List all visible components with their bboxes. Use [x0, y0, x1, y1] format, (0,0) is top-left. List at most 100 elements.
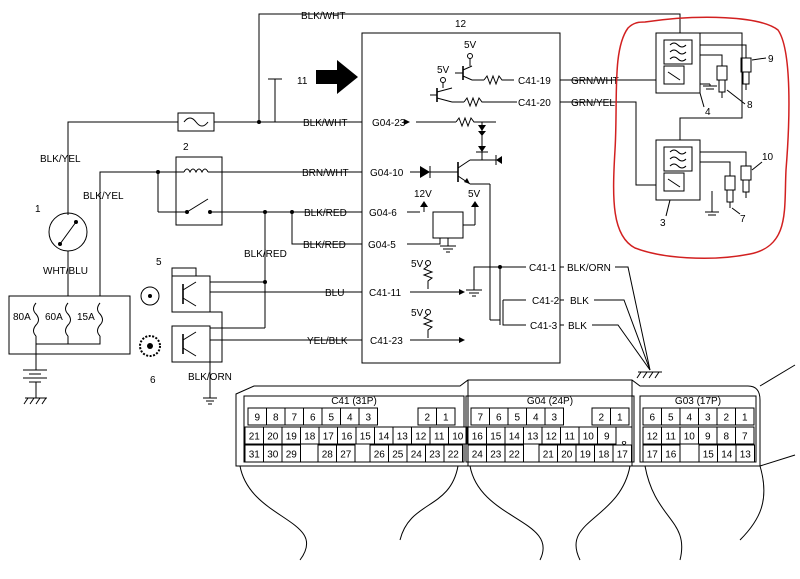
- g04-pin-3-cell: [544, 407, 564, 426]
- c41-pin-25: 25: [392, 450, 404, 461]
- c41-pin-12: 12: [415, 432, 427, 443]
- main-relay: [175, 156, 223, 226]
- g03-pin-17: 17: [647, 450, 659, 461]
- pin-c41-23: C41-23: [370, 336, 403, 347]
- voltage-5v-d: 5V: [411, 259, 424, 270]
- c41-pin-19: 19: [286, 432, 298, 443]
- pin-c41-20: C41-20: [518, 98, 551, 109]
- g04-pin-16: 16: [472, 432, 484, 443]
- voltage-5v-e: 5V: [411, 308, 424, 319]
- c41-title: C41 (31P): [331, 396, 377, 407]
- callout-9: 9: [768, 54, 774, 65]
- wire-label-blk-red-2: BLK/RED: [303, 240, 346, 251]
- g04-pin-7: 7: [477, 413, 483, 424]
- wire-label-blk-red-3: BLK/RED: [244, 249, 287, 260]
- g04-pin-22: 22: [509, 450, 521, 461]
- spark-plug-8-icon: [716, 65, 728, 98]
- pin-g04-10: G04-10: [370, 168, 404, 179]
- c41-pin-17: 17: [323, 432, 335, 443]
- wire-label-blk-1: BLK: [570, 296, 589, 307]
- g04-pin-14: 14: [509, 432, 521, 443]
- callout-10: 10: [762, 152, 774, 163]
- callout-8: 8: [747, 100, 753, 111]
- fuse-box: [8, 295, 131, 355]
- c41-pin-31: 31: [249, 450, 261, 461]
- g03-pin-10: 10: [684, 432, 696, 443]
- callout-4: 4: [705, 107, 711, 118]
- wire-label-blk-2: BLK: [568, 321, 587, 332]
- g04-pin-19: 19: [580, 450, 592, 461]
- pin-c41-11: C41-11: [369, 288, 401, 299]
- c41-pin-13: 13: [397, 432, 409, 443]
- pickup-wheel-6-icon: [139, 335, 161, 357]
- fuse-80a: 80A: [13, 312, 31, 323]
- pin-c41-1: C41-1: [529, 263, 557, 274]
- g03-pin-2: 2: [723, 413, 729, 424]
- wire-label-fuse-out: BLK/WHT: [303, 118, 347, 129]
- g04-pin-17: 17: [617, 450, 629, 461]
- voltage-5v-c: 5V: [468, 189, 481, 200]
- c41-pin-1-cell: [436, 407, 456, 426]
- highlight-outline: [612, 16, 790, 260]
- fuse-15a: 15A: [77, 312, 95, 323]
- callout-7: 7: [740, 214, 746, 225]
- c41-pin-6: 6: [310, 413, 316, 424]
- g04-pin-11: 11: [565, 432, 576, 443]
- arrow-11-icon: [316, 60, 358, 94]
- c41-pin-23: 23: [429, 450, 441, 461]
- g03-pin-14: 14: [721, 450, 733, 461]
- g03-pin-7: 7: [742, 432, 748, 443]
- c41-pin-28: 28: [322, 450, 334, 461]
- g03-pin-3: 3: [705, 413, 711, 424]
- g03-pin-6: 6: [649, 413, 655, 424]
- wire-label-blk-orn-left: BLK/ORN: [188, 372, 232, 383]
- fuse-60a: 60A: [45, 312, 63, 323]
- c41-pin-21: 21: [249, 432, 261, 443]
- g04-pin-3: 3: [551, 413, 557, 424]
- callout-11: 11: [297, 76, 308, 87]
- c41-pin-5: 5: [328, 413, 334, 424]
- sensor-6: [171, 325, 211, 363]
- wire-label-blk-yel-mid: BLK/YEL: [83, 191, 124, 202]
- callout-12: 12: [455, 19, 467, 30]
- g04-pin-2: 2: [598, 413, 604, 424]
- c41-pin-2: 2: [424, 413, 430, 424]
- pin-g04-23: G04-23: [372, 118, 406, 129]
- c41-pin-24: 24: [411, 450, 423, 461]
- pin-g04-5: G04-5: [368, 240, 396, 251]
- g04-pin-22-cell: [504, 444, 524, 463]
- fuse-element-icon: [183, 117, 209, 127]
- g03-pin-11: 11: [666, 432, 677, 443]
- callout-2: 2: [183, 142, 189, 153]
- spark-plug-7-icon: [724, 175, 736, 208]
- c41-pin-10-cell: [448, 426, 468, 445]
- c41-pin-26: 26: [374, 450, 386, 461]
- c41-pin-7: 7: [291, 413, 297, 424]
- g04-pin-10: 10: [583, 432, 595, 443]
- g04-pin-9: 9: [604, 432, 610, 443]
- g03-pin-1: 1: [742, 413, 748, 424]
- c41-pin-22-cell: [443, 444, 463, 463]
- g04-pin-21: 21: [543, 450, 555, 461]
- wire-label-blk-red-1: BLK/RED: [304, 208, 347, 219]
- wire-label-grn-wht: GRN/WHT: [571, 76, 619, 87]
- c41-pin-4: 4: [347, 413, 353, 424]
- c41-pin-20: 20: [267, 432, 279, 443]
- c41-pin-14: 14: [378, 432, 390, 443]
- c41-pin-3-cell: [358, 407, 378, 426]
- wire-label-blk-yel-left: BLK/YEL: [40, 154, 81, 165]
- g04-pin-24: 24: [472, 450, 484, 461]
- callout-1: 1: [35, 204, 41, 215]
- c41-pin-29-cell: [281, 444, 301, 463]
- g04-pin-20: 20: [561, 450, 573, 461]
- wire-label-yel-blk: YEL/BLK: [307, 336, 348, 347]
- wire-label-blk-orn-right: BLK/ORN: [567, 263, 611, 274]
- g03-pin-16: 16: [665, 450, 677, 461]
- relay-coil-icon: [183, 168, 209, 174]
- c41-pin-11: 11: [434, 432, 445, 443]
- ignition-switch-icon: [48, 212, 88, 252]
- g03-title: G03 (17P): [675, 396, 721, 407]
- g03-pin-9: 9: [705, 432, 711, 443]
